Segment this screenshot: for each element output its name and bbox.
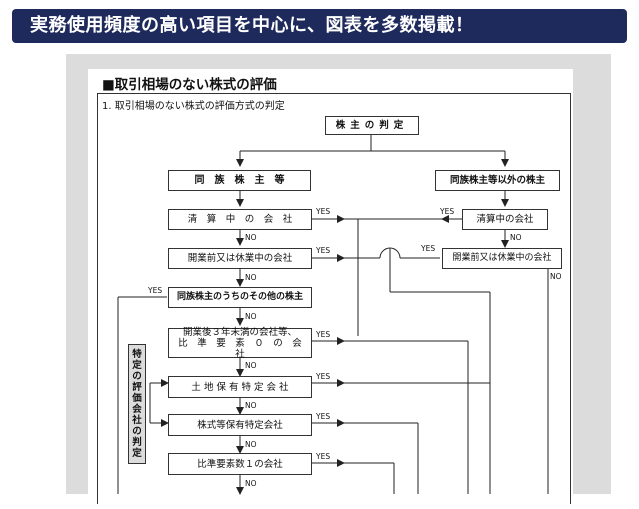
shareholder-judgment-box: 株主の判定 — [325, 116, 419, 135]
no-label: NO — [245, 273, 257, 282]
document-title: ■取引相場のない株式の評価 — [102, 77, 277, 93]
section-heading: 1. 取引相場のない株式の評価方式の判定 — [102, 101, 285, 112]
no-label: NO — [245, 312, 257, 321]
under-three-years-box: 開業後３年未満の会社等、 比 準 要 素 ０ の 会 社 — [168, 326, 312, 360]
under-three-years-line1: 開業後３年未満の会社等、 — [182, 326, 297, 338]
side-char: 定 — [132, 360, 142, 371]
side-char: 社 — [132, 415, 142, 426]
no-label: NO — [245, 233, 257, 242]
yes-label: YES — [421, 244, 436, 253]
other-family-shareholder-box: 同族株主のうちのその他の株主 — [168, 287, 312, 308]
right-pre-open-company-box: 開業前又は休業中の会社 — [442, 248, 562, 269]
pre-open-company-box: 開業前又は休業中の会社 — [168, 248, 312, 269]
no-label: NO — [245, 440, 257, 449]
yes-label: YES — [440, 207, 455, 216]
right-liquidation-company-box: 清算中の会社 — [462, 209, 548, 230]
yes-label: YES — [316, 372, 331, 381]
flowchart-frame — [97, 93, 571, 504]
side-char: 判 — [132, 437, 142, 448]
stock-holding-company-box: 株式等保有特定会社 — [168, 414, 312, 436]
side-char: 評 — [132, 382, 142, 393]
non-family-shareholders-header: 同族株主等以外の株主 — [435, 170, 560, 191]
special-evaluation-judgment-box: 特 定 の 評 価 会 社 の 判 定 — [128, 344, 146, 464]
no-label: NO — [550, 272, 562, 281]
yes-label: YES — [316, 452, 331, 461]
yes-label: YES — [316, 207, 331, 216]
side-char: 会 — [132, 404, 142, 415]
promo-banner: 実務使用頻度の高い項目を中心に、図表を多数掲載！ — [12, 9, 627, 43]
no-label: NO — [245, 401, 257, 410]
side-char: 価 — [132, 393, 142, 404]
yes-label: YES — [316, 330, 331, 339]
liquidation-company-box: 清 算 中 の 会 社 — [168, 209, 312, 230]
yes-label: YES — [316, 246, 331, 255]
family-shareholders-header: 同 族 株 主 等 — [168, 170, 311, 191]
no-label: NO — [245, 479, 257, 488]
yes-label: YES — [148, 286, 163, 295]
no-label: NO — [245, 361, 257, 370]
side-char: 特 — [132, 349, 142, 360]
ratio-one-company-box: 比準要素数１の会社 — [168, 453, 312, 475]
no-label: NO — [510, 233, 522, 242]
side-char: の — [132, 371, 142, 382]
yes-label: YES — [316, 412, 331, 421]
land-holding-company-box: 土 地 保 有 特 定 会 社 — [168, 376, 312, 398]
side-char: 定 — [132, 448, 142, 459]
under-three-years-line2: 比 準 要 素 ０ の 会 社 — [178, 337, 312, 360]
side-char: の — [132, 426, 142, 437]
